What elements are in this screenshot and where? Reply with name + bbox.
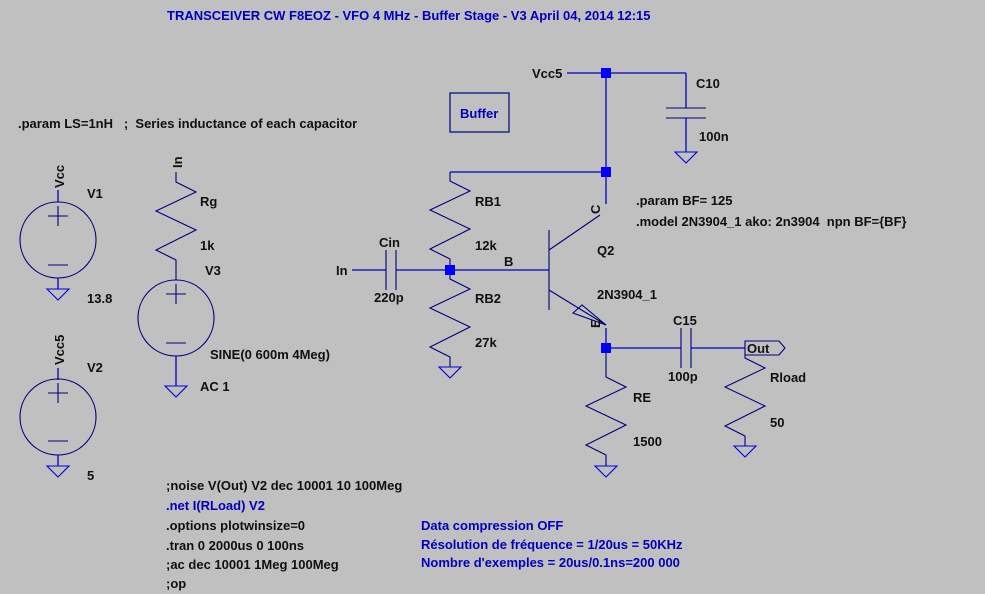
c10-ground-icon — [673, 151, 699, 164]
buffer-label: Buffer — [460, 106, 498, 121]
cin-value[interactable]: 220p — [374, 290, 404, 305]
v2-voltage-source[interactable]: Vcc5 V2 5 — [19, 335, 103, 483]
rb2-value[interactable]: 27k — [475, 335, 497, 350]
q2-collector-lead — [548, 214, 601, 251]
rload-name: Rload — [770, 370, 806, 385]
rb1-resistor[interactable]: RB1 12k — [428, 171, 606, 270]
note-data-compression: Data compression OFF — [421, 518, 563, 533]
rg-value[interactable]: 1k — [200, 238, 215, 253]
rg-zigzag — [154, 172, 198, 280]
v3-sine-source[interactable]: V3 SINE(0 600m 4Meg) AC 1 — [137, 263, 330, 398]
rload-ground-icon — [732, 445, 758, 458]
c10-value[interactable]: 100n — [699, 129, 729, 144]
q2-collector-pin-label: C — [588, 204, 603, 214]
vcc5-net-label[interactable]: Vcc5 — [532, 66, 562, 81]
q2-emitter-arrow-icon — [571, 304, 607, 326]
v3-value[interactable]: SINE(0 600m 4Meg) — [210, 347, 330, 362]
re-resistor[interactable]: RE 1500 — [584, 348, 662, 478]
out-port-label[interactable]: Out — [747, 341, 770, 356]
re-ground-icon — [593, 465, 619, 478]
rb1-value[interactable]: 12k — [475, 238, 497, 253]
re-name: RE — [633, 390, 651, 405]
notes-block[interactable]: Data compression OFF Résolution de fréqu… — [421, 518, 683, 570]
v2-value[interactable]: 5 — [87, 468, 94, 483]
schematic-title: TRANSCEIVER CW F8EOZ - VFO 4 MHz - Buffe… — [167, 8, 651, 23]
directive-noise[interactable]: ;noise V(Out) V2 dec 10001 10 100Meg — [166, 478, 402, 493]
c15-name: C15 — [673, 313, 697, 328]
v1-ground-icon — [45, 288, 71, 301]
rb2-resistor[interactable]: RB2 27k — [428, 270, 501, 379]
param-ls-directive[interactable]: .param LS=1nH ; Series inductance of eac… — [18, 116, 357, 131]
c15-value[interactable]: 100p — [668, 369, 698, 384]
q2-emitter-lead — [548, 289, 607, 326]
v1-name: V1 — [87, 186, 103, 201]
directive-op[interactable]: ;op — [166, 576, 186, 591]
v2-ground-icon — [45, 465, 71, 478]
c15-capacitor[interactable]: C15 100p — [611, 313, 745, 384]
q2-base-pin-label: B — [504, 254, 513, 269]
cin-net-label[interactable]: In — [336, 263, 348, 278]
directive-options[interactable]: .options plotwinsize=0 — [166, 518, 305, 533]
v3-ground-icon — [163, 385, 189, 398]
re-value[interactable]: 1500 — [633, 434, 662, 449]
rg-net-label[interactable]: In — [170, 156, 185, 168]
v1-voltage-source[interactable]: Vcc V1 13.8 — [19, 165, 112, 306]
v1-net-label[interactable]: Vcc — [52, 165, 67, 188]
c10-name: C10 — [696, 76, 720, 91]
rload-zigzag — [723, 355, 767, 446]
directive-ac[interactable]: ;ac dec 10001 1Meg 100Meg — [166, 557, 339, 572]
q2-npn-transistor[interactable]: B C E Q2 2N3904_1 — [455, 204, 657, 328]
junction-vcc5 — [601, 68, 611, 78]
rb1-zigzag — [428, 172, 472, 270]
q2-name: Q2 — [597, 243, 614, 258]
model-directives[interactable]: .param BF= 125 .model 2N3904_1 ako: 2n39… — [636, 193, 907, 229]
rb2-zigzag — [428, 270, 472, 367]
directive-tran[interactable]: .tran 0 2000us 0 100ns — [166, 538, 304, 553]
junction-base-node — [445, 265, 455, 275]
simulation-directives[interactable]: ;noise V(Out) V2 dec 10001 10 100Meg .ne… — [166, 478, 402, 591]
buffer-label-box[interactable]: Buffer — [449, 92, 510, 133]
q2-emitter-pin-label: E — [588, 319, 603, 328]
v1-value[interactable]: 13.8 — [87, 291, 112, 306]
v3-name: V3 — [205, 263, 221, 278]
cin-capacitor[interactable]: In Cin 220p — [336, 235, 450, 305]
cin-name: Cin — [379, 235, 400, 250]
note-sample-count: Nombre d'exemples = 20us/0.1ns=200 000 — [421, 555, 680, 570]
rg-name: Rg — [200, 194, 217, 209]
rload-resistor[interactable]: Rload 50 — [723, 355, 806, 458]
vcc5-rail[interactable]: Vcc5 — [532, 66, 686, 204]
rb1-name: RB1 — [475, 194, 501, 209]
c10-capacitor[interactable]: C10 100n — [666, 73, 729, 164]
v3-ac-value[interactable]: AC 1 — [200, 379, 230, 394]
rload-value[interactable]: 50 — [770, 415, 784, 430]
rb2-ground-icon — [437, 366, 463, 379]
directive-net[interactable]: .net I(RLoad) V2 — [166, 498, 265, 513]
v2-name: V2 — [87, 360, 103, 375]
buffer-box-frame — [449, 92, 510, 133]
directive-model[interactable]: .model 2N3904_1 ako: 2n3904 npn BF={BF} — [636, 214, 907, 229]
note-frequency-resolution: Résolution de fréquence = 1/20us = 50KHz — [421, 537, 683, 552]
rb2-name: RB2 — [475, 291, 501, 306]
q2-model[interactable]: 2N3904_1 — [597, 287, 657, 302]
directive-param-bf[interactable]: .param BF= 125 — [636, 193, 732, 208]
v2-net-label[interactable]: Vcc5 — [52, 335, 67, 365]
out-port-flag-icon — [744, 340, 786, 356]
junction-collector — [601, 167, 611, 177]
re-zigzag — [584, 348, 628, 466]
rg-resistor[interactable]: In Rg 1k — [154, 156, 217, 280]
out-port[interactable]: Out — [744, 340, 786, 356]
